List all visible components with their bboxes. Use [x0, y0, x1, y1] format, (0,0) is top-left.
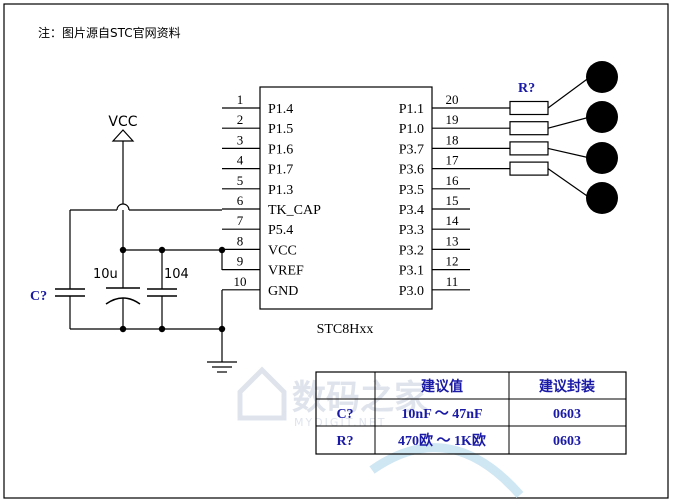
- left-pin-label: GND: [268, 284, 298, 299]
- left-pin-number: 8: [237, 233, 244, 248]
- right-pin-number: 16: [446, 173, 460, 188]
- left-pin-label: P1.7: [268, 163, 293, 178]
- resistor-body: [509, 100, 549, 116]
- right-pin-number: 20: [446, 92, 459, 107]
- right-pin-label: P1.0: [399, 122, 424, 137]
- table-cell: R?: [336, 434, 353, 449]
- right-pin-label: P3.0: [399, 284, 424, 299]
- table-cell: 470欧 ～ 1K欧: [398, 432, 486, 449]
- junction-dot: [218, 246, 226, 254]
- table-cell: 0603: [553, 434, 581, 449]
- junction-dot: [218, 325, 226, 333]
- left-pin-number: 4: [237, 153, 244, 168]
- resistor-body: [509, 121, 549, 136]
- left-pin-label: P1.4: [268, 102, 293, 117]
- table-border: [315, 371, 627, 455]
- touch-pad: [586, 142, 618, 174]
- pad-wire: [547, 147, 591, 159]
- figure-frame: [3, 3, 669, 499]
- crossover-hop: [116, 203, 130, 211]
- junction-dot: [158, 325, 166, 333]
- touch-pad: [586, 182, 618, 214]
- touch-pad: [586, 61, 618, 93]
- table-cell: C?: [336, 407, 353, 422]
- resistor-group: [470, 61, 618, 214]
- right-pin-number: 18: [446, 132, 459, 147]
- resistor-body: [509, 161, 549, 176]
- junction-dot: [119, 325, 127, 333]
- vcc-arrow-symbol: [111, 129, 135, 142]
- cap-104-label: 104: [164, 267, 189, 282]
- right-pin-label: P3.4: [399, 203, 424, 218]
- table-header-cell: 建议封装: [539, 378, 596, 395]
- right-pin-label: P3.1: [399, 264, 424, 279]
- touch-cap-label: C?: [30, 289, 47, 304]
- resistor-body: [509, 141, 549, 156]
- right-pin-label: P3.2: [399, 243, 424, 258]
- chip-body: [259, 86, 433, 310]
- table-cell: 10nF ～ 47nF: [401, 407, 482, 422]
- watermark-house-icon: [237, 366, 287, 421]
- watermark-title: 数码之家: [292, 378, 428, 418]
- right-pin-number: 14: [446, 213, 460, 228]
- left-pin-group: 1P1.4 2P1.5 3P1.6 4P1.7 5P1.3 6TK_CAP 7P5.4 8VC…: [222, 92, 321, 299]
- right-pin-label: P3.6: [399, 163, 424, 178]
- right-pin-number: 13: [446, 233, 459, 248]
- left-pin-label: TK_CAP: [268, 203, 321, 218]
- left-pin-label: VREF: [268, 264, 304, 279]
- watermark-arc: [369, 443, 524, 498]
- right-pin-number: 12: [446, 254, 459, 269]
- left-pin-label: P1.3: [268, 183, 293, 198]
- left-pin-label: P5.4: [268, 223, 293, 238]
- left-pin-label: P1.6: [268, 142, 293, 157]
- right-pin-label: P3.7: [399, 142, 424, 157]
- source-note: 注：图片源自STC官网资料: [38, 25, 181, 40]
- right-pin-label: P1.1: [399, 102, 424, 117]
- left-pin-number: 9: [237, 254, 244, 269]
- cap-10u-label: 10u: [93, 267, 118, 282]
- pad-wire: [547, 168, 591, 199]
- table-header-cell: 建议值: [421, 378, 463, 395]
- left-pin-number: 3: [237, 132, 244, 147]
- pad-wire: [547, 116, 591, 129]
- right-pin-label: P3.5: [399, 183, 424, 198]
- left-pin-number: 10: [234, 274, 247, 289]
- left-pin-number: 7: [237, 213, 244, 228]
- watermark: 数码之家 MYDIGIT.NET: [237, 366, 524, 498]
- left-pin-label: P1.5: [268, 122, 293, 137]
- right-pin-number: 11: [446, 274, 459, 289]
- left-pin-number: 1: [237, 92, 244, 107]
- left-pin-label: VCC: [268, 243, 297, 258]
- right-pin-number: 15: [446, 193, 459, 208]
- vcc-label: VCC: [108, 114, 137, 130]
- left-pin-number: 6: [237, 193, 244, 208]
- resistor-label: R?: [518, 81, 535, 96]
- chip-name: STC8Hxx: [317, 322, 374, 337]
- table-cell: 0603: [553, 407, 581, 422]
- left-pin-number: 5: [237, 173, 244, 188]
- right-pin-number: 19: [446, 112, 459, 127]
- left-pin-number: 2: [237, 112, 244, 127]
- pad-wire: [547, 76, 591, 109]
- touch-pad: [586, 101, 618, 133]
- right-pin-label: P3.3: [399, 223, 424, 238]
- recommendation-table: 建议值 建议封装 C? 10nF ～ 47nF 0603 R? 470欧 ～ 1…: [315, 371, 627, 455]
- right-pin-number: 17: [446, 153, 460, 168]
